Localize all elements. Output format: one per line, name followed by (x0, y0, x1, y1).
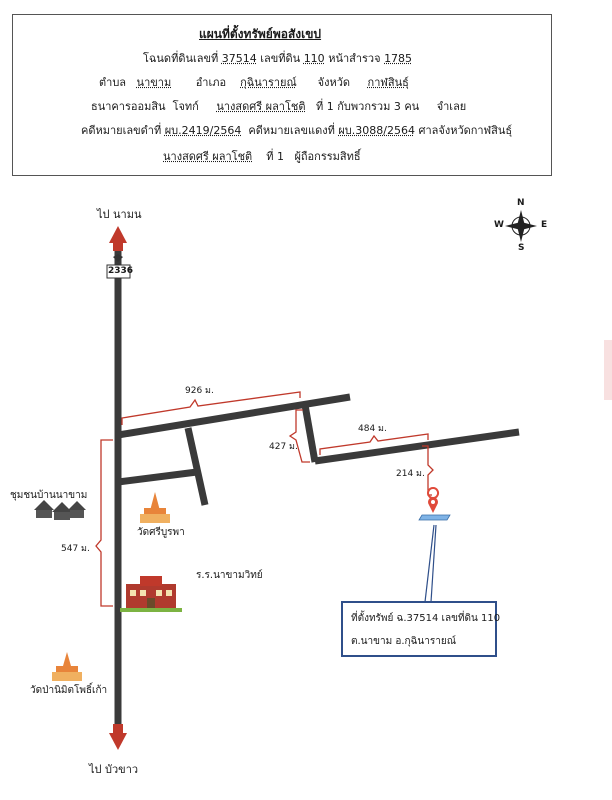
compass-rose-icon (505, 210, 537, 242)
temple1-label: วัดศรีบูรพา (137, 527, 185, 538)
route-emblem-icon (113, 254, 123, 262)
amphoe-label: อำเภอ (195, 76, 227, 89)
deed-no: 37514 (221, 52, 257, 65)
village-houses-icon (34, 500, 86, 520)
location-line: ตำบล นาขาม อำเภอ กุฉินารายณ์ จังหวัด กาฬ… (99, 73, 409, 91)
black-case-label: คดีหมายเลขดำที่ (81, 124, 162, 137)
compass-w-label: W (494, 220, 504, 230)
distance-427: 427 ม. (269, 442, 298, 452)
land-no: 110 (303, 52, 325, 65)
defendant-name: นางสดศรี ผลาโชติ (216, 100, 306, 113)
info-line2: ต.นาขาม อ.กุฉินารายณ์ (351, 636, 456, 647)
amphoe-value: กุฉินารายณ์ (240, 76, 297, 89)
plaintiff-label: โจทก์ (172, 100, 199, 113)
deed-label: โฉนดที่ดินเลขที่ (143, 52, 219, 65)
location-pin-dot (431, 500, 435, 504)
defendant-group: ที่ 1 กับพวกรวม 3 คน (316, 100, 420, 113)
page-edge-mark (604, 340, 612, 400)
court-name: ศาลจังหวัดกาฬสินธุ์ (418, 124, 513, 137)
property-info-box: ที่ตั้งทรัพย์ ฉ.37514 เลขที่ดิน 110 ต.นา… (341, 601, 501, 657)
info-line1: ที่ตั้งทรัพย์ ฉ.37514 เลขที่ดิน 110 (351, 613, 501, 624)
compass-n-label: N (517, 198, 525, 208)
owner-role: ผู้ถือกรรมสิทธิ์ (294, 150, 361, 163)
compass-s-label: S (518, 243, 525, 253)
route-number: 2336 (108, 266, 134, 276)
dim-547-bracket (95, 439, 113, 607)
dim-484-bracket (319, 433, 429, 455)
village-road (117, 468, 198, 486)
pointer-line-a (424, 524, 435, 603)
location-pin-tip (429, 505, 437, 513)
school-building-icon (120, 576, 182, 612)
connector-road (301, 404, 319, 463)
owner-name: นางสดศรี ผลาโชติ (163, 150, 253, 163)
plaintiff: ธนาคารออมสิน (91, 100, 166, 113)
black-case-no: ผบ.2419/2564 (164, 124, 242, 137)
south-arrow-shaft (113, 724, 123, 734)
dim-427-bracket (288, 409, 310, 463)
upper-branch-road (117, 393, 351, 439)
map-title: แผนที่ตั้งทรัพย์พอสังเขป (199, 27, 322, 41)
survey-page: 1785 (384, 52, 413, 65)
dim-926-bracket (121, 391, 301, 425)
header-box: แผนที่ตั้งทรัพย์พอสังเขป โฉนดที่ดินเลขที… (12, 14, 552, 176)
north-arrow-shaft (113, 242, 123, 251)
province-label: จังหวัด (317, 76, 351, 89)
red-case-no: ผบ.3088/2564 (338, 124, 415, 137)
case-line: คดีหมายเลขดำที่ ผบ.2419/2564 คดีหมายเลขแ… (81, 121, 512, 139)
to-north-label: ไป นามน (97, 208, 142, 221)
temple-pa-nimit-icon (52, 652, 82, 681)
village-cross-road (184, 427, 209, 506)
south-arrow-icon (109, 733, 127, 750)
owner-order: ที่ 1 (266, 150, 284, 163)
distance-547: 547 ม. (61, 544, 90, 554)
tambon-value: นาขาม (136, 76, 172, 89)
tambon-label: ตำบล (99, 76, 127, 89)
distance-484: 484 ม. (358, 424, 387, 434)
province-value: กาฬสินธุ์ (367, 76, 409, 89)
distance-926: 926 ม. (185, 386, 214, 396)
defendant-label: จำเลย (436, 100, 467, 113)
community-label: ชุมชนบ้านนาขาม (10, 490, 88, 501)
lower-branch-road (314, 428, 520, 465)
compass-e-label: E (541, 220, 548, 230)
deed-line: โฉนดที่ดินเลขที่ 37514 เลขที่ดิน 110 หน้… (143, 49, 412, 67)
parties-line: ธนาคารออมสิน โจทก์ นางสดศรี ผลาโชติ ที่ … (91, 97, 466, 115)
route-shield (106, 264, 131, 279)
north-arrow-icon (109, 226, 127, 243)
temple2-label: วัดป่านิมิตโพธิ์เก้า (30, 685, 108, 696)
land-no-label: เลขที่ดิน (260, 52, 301, 65)
distance-214: 214 ม. (396, 469, 425, 479)
school-label: ร.ร.นาขามวิทย์ (196, 570, 263, 581)
to-south-label: ไป บัวขาว (89, 763, 139, 776)
survey-page-label: หน้าสำรวจ (328, 52, 381, 65)
temple-sri-burapha-icon (140, 492, 170, 523)
owner-line: นางสดศรี ผลาโชติ ที่ 1 ผู้ถือกรรมสิทธิ์ (163, 147, 361, 165)
red-case-label: คดีหมายเลขแดงที่ (248, 124, 335, 137)
property-plot-icon (418, 514, 451, 521)
pointer-line-b (430, 524, 437, 603)
